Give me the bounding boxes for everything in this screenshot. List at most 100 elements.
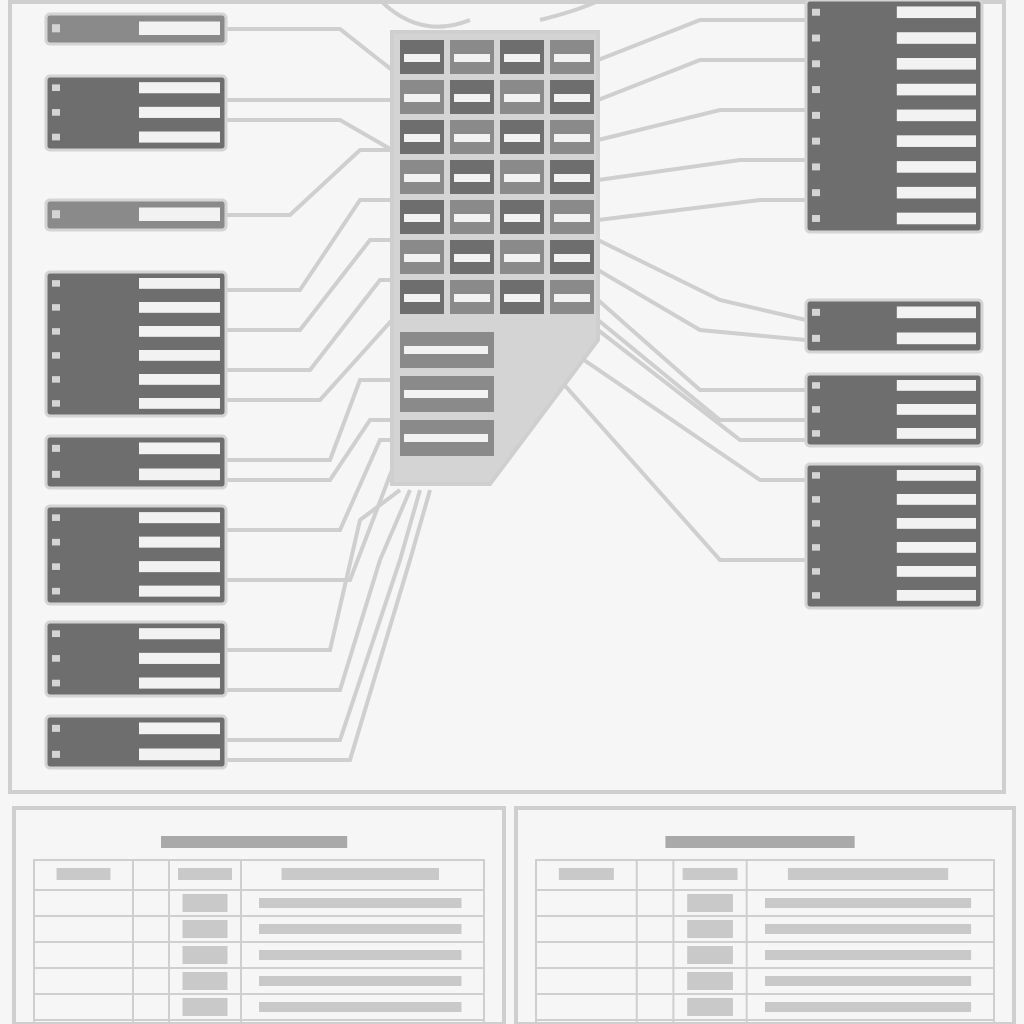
connector-body [804,462,984,610]
terminal-pin [52,304,60,311]
terminal-pin [812,430,820,437]
fuse-label-bar [554,94,590,102]
terminal-label-bar [139,652,220,664]
terminal-label-bar [896,380,976,391]
wire [597,238,807,322]
legend-cell [687,946,733,964]
terminal-pin [52,563,60,570]
terminal-pin [52,679,60,687]
connector-r3 [804,372,984,448]
panel-legend-left [12,806,506,1024]
connector-c5 [44,434,228,490]
terminal-pin [52,630,60,638]
wire [226,118,393,152]
terminal-label-bar [139,468,220,481]
wire [597,108,806,142]
terminal-label-bar [896,470,976,481]
right-connector-column [804,0,984,610]
terminal-pin [812,214,820,222]
terminal-label-bar [896,58,976,70]
fuse-label-bar [504,54,540,62]
legend-cell [182,894,228,912]
terminal-pin [812,334,820,342]
terminal-label-bar [896,404,976,415]
connector-c2 [44,74,228,152]
wire [226,27,394,72]
legend-header-cell [56,868,111,880]
terminal-pin [52,587,60,595]
legend-cell [765,976,972,986]
terminal-pin [52,470,60,478]
terminal-label-bar [139,722,220,735]
terminal-label-bar [896,590,976,601]
wire [226,489,432,762]
terminal-label-bar [139,302,220,313]
fuse-label-bar [404,54,440,62]
fuse-label-bar [454,94,490,102]
terminal-label-bar [139,677,220,689]
legend-cell [182,920,228,938]
legend-cell [182,946,228,964]
terminal-pin [812,496,820,503]
terminal-pin [812,472,820,479]
terminal-label-bar [139,207,220,221]
fuse-label-bar [454,214,490,222]
wire [226,418,392,482]
fuse-label-bar [404,214,440,222]
terminal-label-bar [139,442,220,455]
terminal-label-bar [896,161,976,173]
fuse-label-bar [454,294,490,302]
fuse-label-bar [404,94,440,102]
fuse-label-bar [504,134,540,142]
terminal-pin [52,109,60,116]
legend-cell [182,972,228,990]
terminal-label-bar [139,131,220,143]
wire [226,489,422,742]
fuse-label-bar [454,54,490,62]
legend-cell [259,1002,462,1012]
terminal-pin [812,520,820,527]
legend-header-cell [558,868,614,880]
fuse-label-bar [504,94,540,102]
terminal-pin [52,724,60,732]
terminal-label-bar [139,561,220,573]
terminal-label-bar [896,109,976,122]
fuse-label-bar [454,134,490,142]
terminal-label-bar [139,21,220,35]
terminal-label-bar [896,542,976,553]
terminal-pin [812,86,820,94]
terminal-label-bar [139,374,220,385]
legend-cell [259,924,462,934]
wire [226,488,402,652]
terminal-label-bar [139,278,220,289]
legend-cell [765,898,972,908]
fuse-relay-box [390,30,600,486]
fuse-label-bar [454,254,490,262]
legend-cell [687,972,733,990]
connector-r1 [804,0,984,234]
terminal-label-bar [139,326,220,337]
panel-title-bar [161,836,348,848]
fuse-label-bar [504,254,540,262]
wire [538,328,806,482]
wire [539,0,601,22]
connector-c7 [44,620,228,698]
relay-label-bar [404,390,488,398]
terminal-pin [52,210,60,219]
wire [596,318,806,422]
terminal-label-bar [139,350,220,361]
legend-cell [765,950,972,960]
fuse-label-bar [554,174,590,182]
connector-c4 [44,270,228,418]
legend-cell [765,924,972,934]
wire [226,238,392,332]
wire [597,198,806,222]
terminal-pin [52,444,60,452]
wire [597,58,806,102]
fuse-label-bar [404,294,440,302]
wire [596,268,807,342]
terminal-label-bar [139,512,220,524]
terminal-label-bar [896,186,976,199]
terminal-pin [52,280,60,287]
wire [378,0,471,29]
